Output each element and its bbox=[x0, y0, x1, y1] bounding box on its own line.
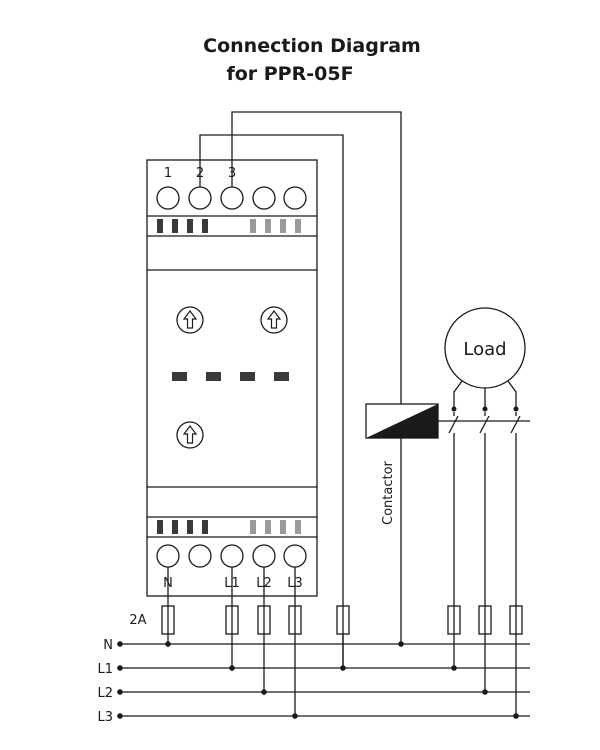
supply-wiring bbox=[167, 567, 296, 606]
rail-label-l3: L3 bbox=[97, 710, 113, 725]
terminal-screw bbox=[188, 186, 212, 210]
rail-label-l2: L2 bbox=[97, 686, 113, 701]
load-label: Load bbox=[463, 339, 506, 360]
terminal-screw bbox=[283, 186, 307, 210]
bottom-indicator-strip bbox=[157, 520, 301, 534]
rail-label-l1: L1 bbox=[97, 662, 113, 677]
diagram-subtitle: for PPR-05F bbox=[226, 63, 353, 85]
top-indicator-strip bbox=[157, 219, 301, 233]
fuse-control bbox=[336, 605, 350, 635]
fuse-load-1 bbox=[447, 605, 461, 635]
adjustment-knob-icon bbox=[176, 421, 204, 449]
fuse-load-3 bbox=[509, 605, 523, 635]
terminal-screw bbox=[220, 186, 244, 210]
load-motor: Load bbox=[444, 307, 526, 407]
terminal-screw bbox=[156, 544, 180, 568]
fuse-n bbox=[161, 605, 175, 635]
fuse-rating-label: 2A bbox=[129, 613, 146, 628]
terminal-screw bbox=[283, 544, 307, 568]
relay-device: 1 2 3 bbox=[146, 159, 318, 597]
contactor-coil bbox=[365, 403, 530, 439]
adjustment-knob-icon bbox=[260, 306, 288, 334]
terminal-screw bbox=[220, 544, 244, 568]
status-leds bbox=[172, 372, 289, 381]
fuse-l2 bbox=[257, 605, 271, 635]
diagram-title: Connection Diagram bbox=[203, 35, 421, 57]
rail-drops bbox=[167, 634, 517, 716]
fuse-l3 bbox=[288, 605, 302, 635]
fuse-l1 bbox=[225, 605, 239, 635]
fuses bbox=[161, 605, 523, 635]
adjustment-knob-icon bbox=[176, 306, 204, 334]
contactor-label: Contactor bbox=[381, 460, 396, 525]
fuse-load-2 bbox=[478, 605, 492, 635]
control-wiring bbox=[199, 111, 402, 668]
terminal-screw bbox=[188, 544, 212, 568]
terminal-screw bbox=[252, 186, 276, 210]
supply-rails: N L1 L2 L3 bbox=[97, 638, 530, 725]
junction-dots bbox=[165, 641, 519, 719]
terminal-screw bbox=[156, 186, 180, 210]
terminal-screw bbox=[252, 544, 276, 568]
contactor-switches bbox=[448, 406, 521, 606]
rail-label-n: N bbox=[103, 638, 113, 653]
terminal-label-1: 1 bbox=[164, 166, 172, 181]
